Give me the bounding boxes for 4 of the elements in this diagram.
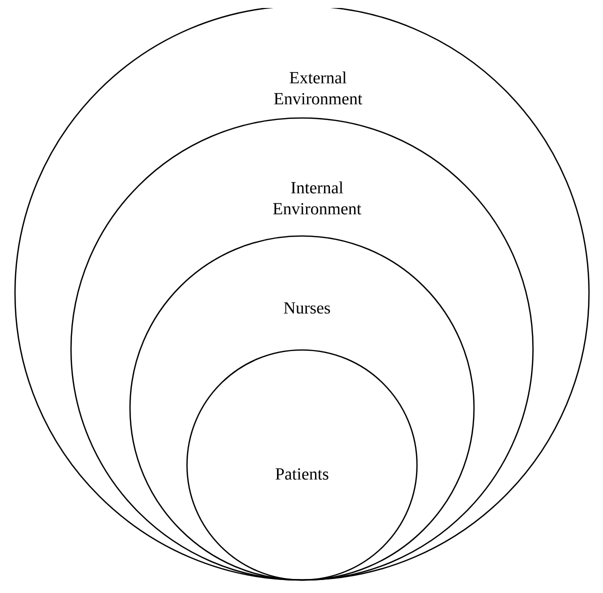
circle-label: External Environment [274, 72, 362, 104]
circle-label: Internal Environment [273, 182, 362, 214]
circle-label: Patients [276, 468, 328, 480]
circle-label: Nurses [284, 302, 330, 314]
